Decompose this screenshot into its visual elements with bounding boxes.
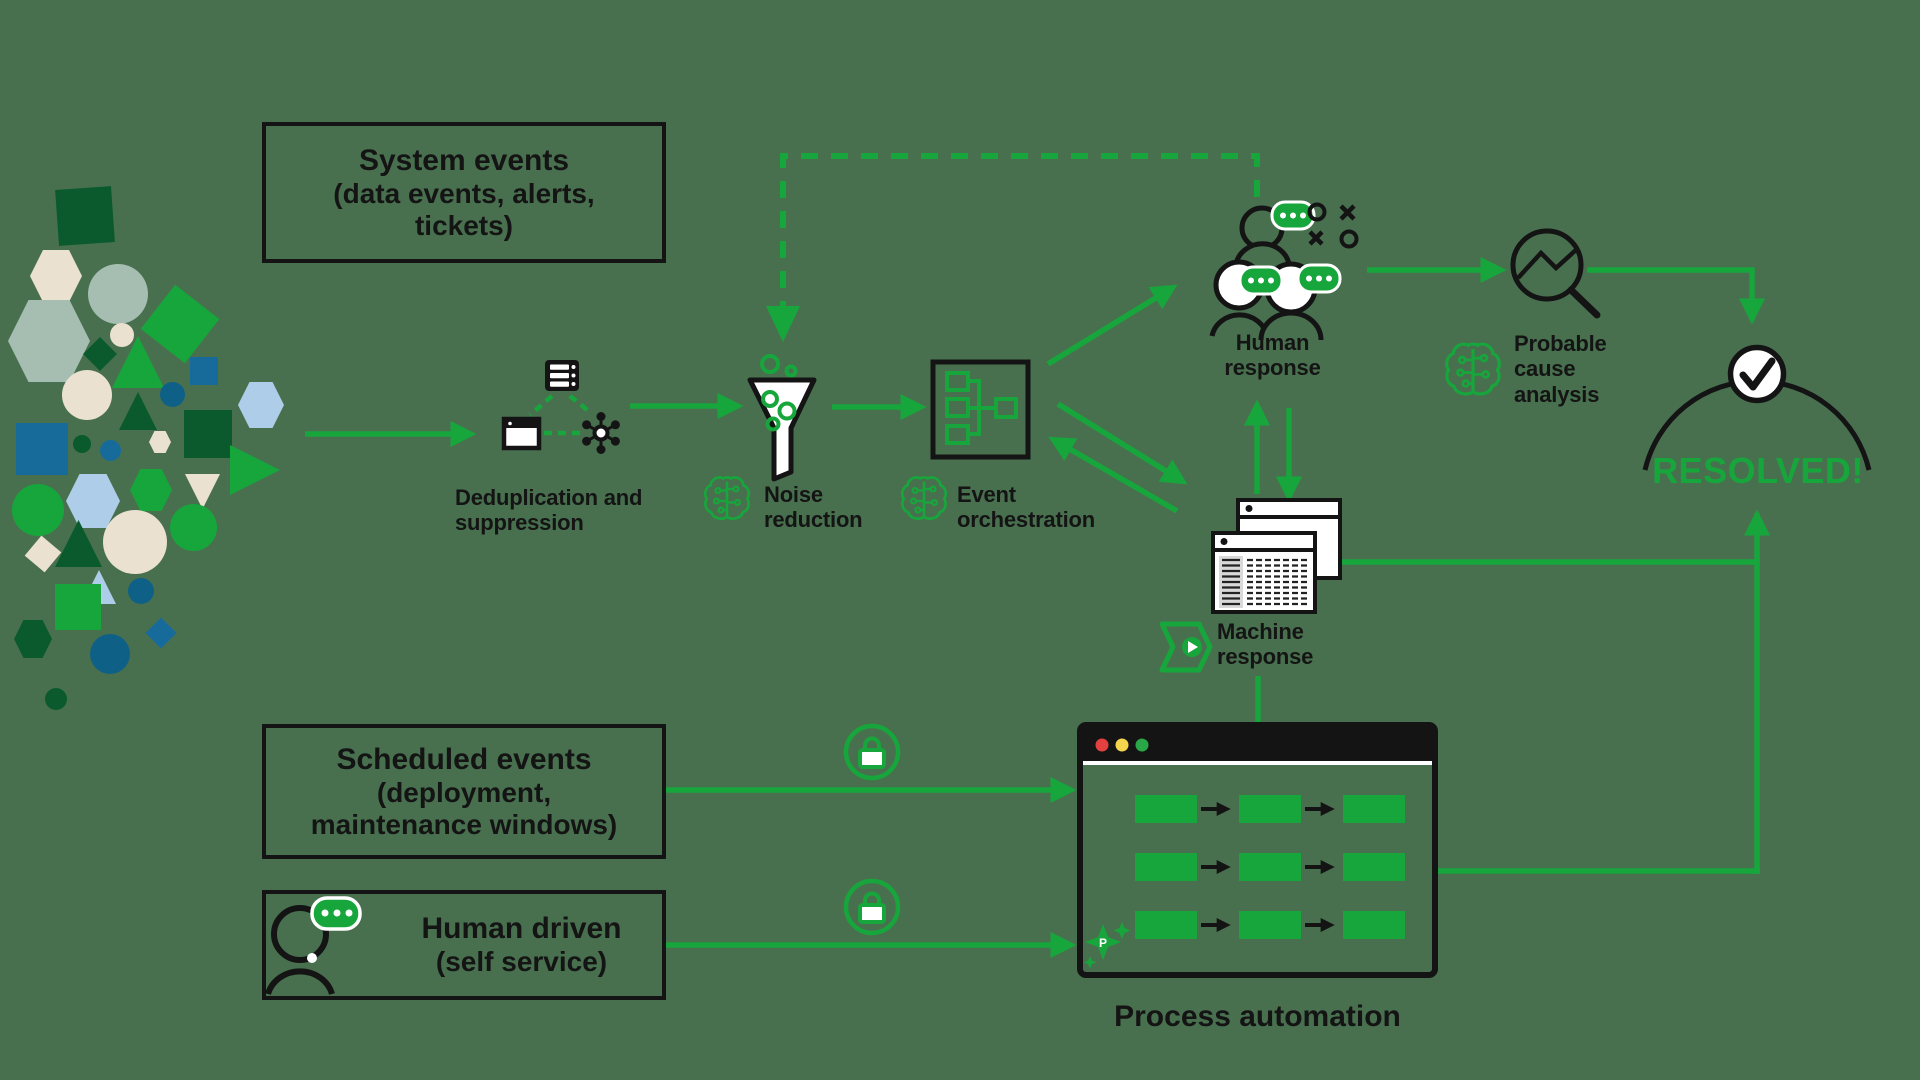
event-shape xyxy=(90,634,130,674)
event-shapes-cluster xyxy=(0,0,340,760)
server-stack-icon xyxy=(545,360,579,391)
flow-arrows xyxy=(305,257,1770,958)
process-automation-title: Process automation xyxy=(1114,1000,1401,1033)
workflow-step xyxy=(1135,853,1197,881)
arrow-orchestration-to-machine xyxy=(1056,401,1188,485)
box-line: tickets) xyxy=(414,209,514,241)
arrow-probable-to-resolved xyxy=(1587,267,1765,325)
workflow-step xyxy=(1239,795,1301,823)
sparkle-letter: P xyxy=(1099,936,1107,950)
org-tree-icon xyxy=(930,359,1031,460)
automation-sparkle-icon: P xyxy=(1083,922,1131,969)
event-shape xyxy=(190,357,218,385)
person-chat-icon xyxy=(265,896,362,995)
workflow-step xyxy=(1239,911,1301,939)
box-line: (data events, alerts, xyxy=(333,177,595,209)
event-shape xyxy=(184,410,232,458)
process-flag-icon xyxy=(1159,621,1213,673)
label-noise-reduction: Noise reduction xyxy=(764,482,863,533)
traffic-light-dots xyxy=(1095,738,1149,752)
event-shape xyxy=(88,264,148,324)
check-circle-icon xyxy=(1642,344,1872,471)
speech-bubble-icon xyxy=(1238,265,1284,296)
process-automation-window: P xyxy=(1077,722,1438,978)
label-probable-cause: Probable cause analysis xyxy=(1514,331,1607,407)
event-shape xyxy=(110,323,134,347)
event-shape xyxy=(103,510,167,574)
workflow-step xyxy=(1343,795,1405,823)
ai-brain-icon xyxy=(900,475,948,521)
magnifier-chart-icon xyxy=(1510,228,1601,319)
event-shape xyxy=(170,504,217,551)
event-shape xyxy=(16,423,68,475)
arrow-machine-to-orchestration xyxy=(1048,436,1179,514)
label-human-response: Human response xyxy=(1224,330,1321,381)
padlock-icon xyxy=(843,723,901,781)
funnel-icon xyxy=(747,354,817,482)
workflow-step xyxy=(1239,853,1301,881)
event-shape xyxy=(12,484,64,536)
workflow-step xyxy=(1135,911,1197,939)
workflow-step xyxy=(1343,853,1405,881)
event-shape xyxy=(100,440,121,461)
app-window-icon xyxy=(501,416,542,451)
event-shape xyxy=(73,435,91,453)
event-shape xyxy=(45,688,67,710)
event-shape xyxy=(62,370,112,420)
box-line: System events xyxy=(358,143,570,177)
box-line: maintenance windows) xyxy=(310,808,618,840)
xo-strategy-marks xyxy=(1307,202,1359,249)
label-deduplication: Deduplication and suppression xyxy=(455,485,643,536)
human-driven-box: Human driven (self service) xyxy=(262,890,666,1000)
box-line: (deployment, xyxy=(376,776,552,808)
ai-brain-icon xyxy=(703,475,751,521)
event-shape xyxy=(149,431,171,453)
service-hub-icon xyxy=(582,412,620,454)
people-chat-icons xyxy=(1209,200,1359,341)
ai-brain-icon xyxy=(1444,342,1502,396)
arrow-orchestration-to-human xyxy=(1046,284,1178,367)
label-machine-response: Machine response xyxy=(1217,619,1314,670)
speech-bubble-icon xyxy=(1270,200,1316,231)
system-events-box: System events (data events, alerts, tick… xyxy=(262,122,666,263)
workflow-step xyxy=(1343,911,1405,939)
scheduled-events-box: Scheduled events (deployment, maintenanc… xyxy=(262,724,666,859)
event-shape xyxy=(130,469,172,511)
box-line: Human driven xyxy=(421,911,622,945)
event-shape xyxy=(160,382,185,407)
dedup-icon-group xyxy=(501,360,620,454)
terminal-windows-icon xyxy=(1211,498,1342,614)
label-event-orchestration: Event orchestration xyxy=(957,482,1095,533)
feedback-dashed-arrow xyxy=(766,153,1260,342)
box-line: (self service) xyxy=(435,946,608,978)
padlock-icon xyxy=(843,878,901,936)
resolved-label: RESOLVED! xyxy=(1652,450,1864,491)
workflow-grid xyxy=(1135,795,1405,939)
event-shape xyxy=(128,578,154,604)
event-shape xyxy=(55,584,101,630)
speech-bubble-icon xyxy=(1296,263,1342,294)
workflow-step xyxy=(1135,795,1197,823)
box-line: Scheduled events xyxy=(336,742,592,776)
